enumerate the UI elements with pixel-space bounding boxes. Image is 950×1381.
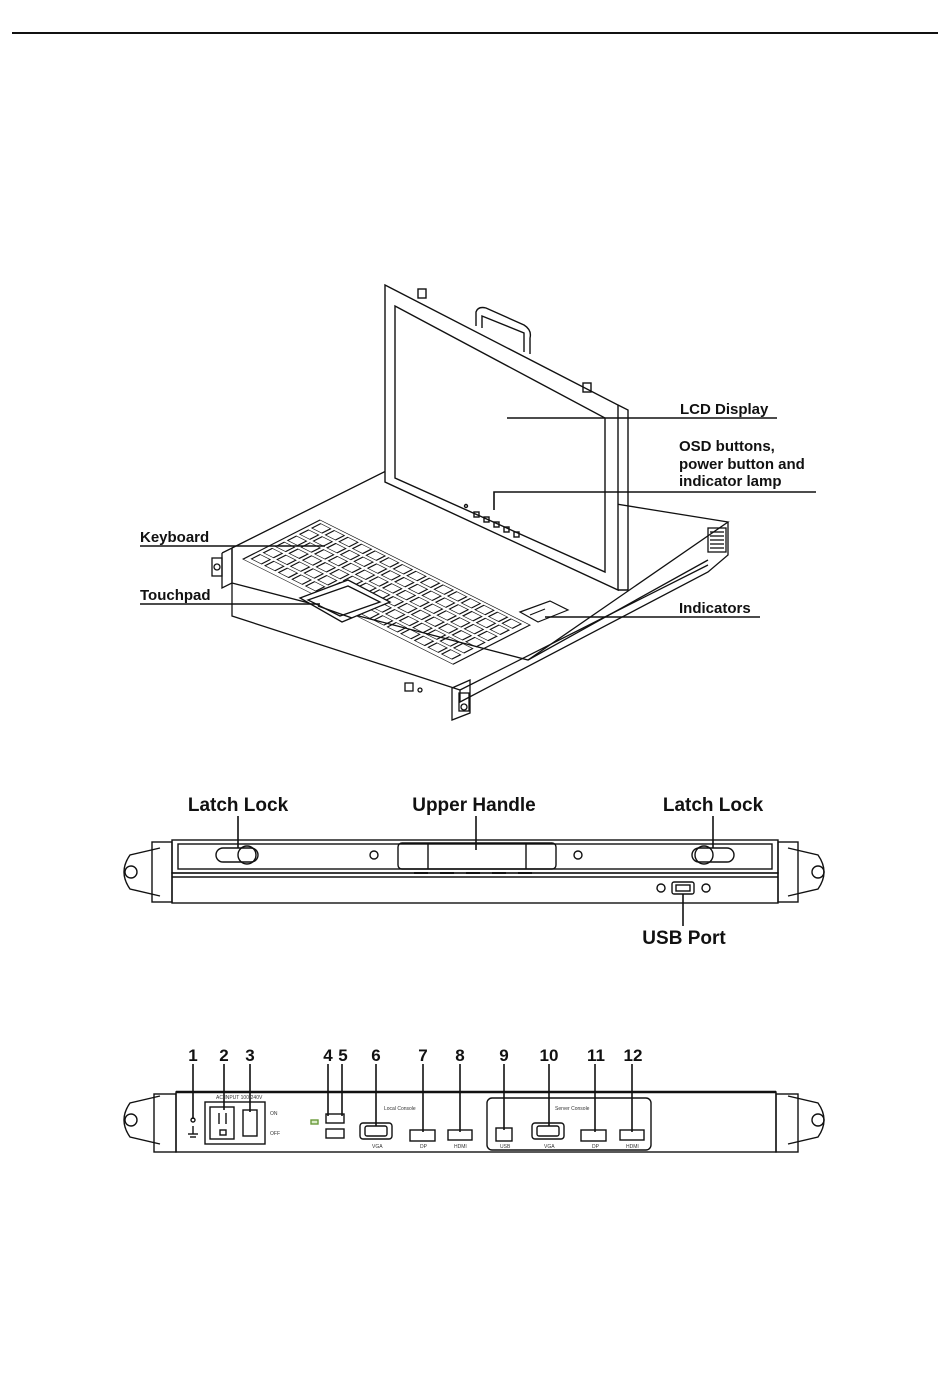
keyboard-key <box>415 636 434 645</box>
ac-input-text: AC INPUT 100-240V <box>216 1095 263 1101</box>
port-number-4: 4 <box>323 1046 333 1065</box>
label-upper-handle: Upper Handle <box>412 795 536 816</box>
label-keyboard: Keyboard <box>140 529 209 546</box>
server-console-text: Server Console <box>555 1106 590 1112</box>
port-number-11: 11 <box>587 1046 605 1065</box>
local-vga-text: VGA <box>372 1144 383 1150</box>
front-panel-outline <box>124 840 824 903</box>
port-number-6: 6 <box>371 1046 380 1065</box>
keyboard-key <box>428 643 447 652</box>
label-usb-port: USB Port <box>642 928 726 949</box>
power-on-text: ON <box>270 1111 278 1117</box>
front-callout-lines <box>238 816 713 926</box>
server-hdmi-text: HDMI <box>626 1144 639 1150</box>
server-usb-text: USB <box>500 1144 511 1150</box>
label-osd-line1: OSD buttons, <box>679 438 775 455</box>
rear-panel-outline <box>124 1092 824 1152</box>
keyboard-key <box>442 650 461 659</box>
page-top-rule <box>12 32 938 34</box>
local-dp-text: DP <box>420 1144 428 1150</box>
label-latch-lock-left: Latch Lock <box>188 795 289 816</box>
port-number-9: 9 <box>499 1046 508 1065</box>
port-number-12: 12 <box>624 1046 643 1065</box>
kvm-isometric-diagram: LCD Display OSD buttons, power button an… <box>0 270 950 730</box>
port-number-1: 1 <box>188 1046 197 1065</box>
label-indicators: Indicators <box>679 600 751 617</box>
label-touchpad: Touchpad <box>140 587 211 604</box>
label-osd-line3: indicator lamp <box>679 473 782 490</box>
port-number-5: 5 <box>338 1046 347 1065</box>
power-off-text: OFF <box>270 1131 280 1137</box>
server-dp-text: DP <box>592 1144 600 1150</box>
port-number-2: 2 <box>219 1046 228 1065</box>
port-number-7: 7 <box>418 1046 427 1065</box>
label-lcd-display: LCD Display <box>680 401 769 418</box>
kvm-front-view-diagram: Latch Lock Upper Handle Latch Lock USB P… <box>0 780 950 960</box>
port-number-8: 8 <box>455 1046 464 1065</box>
server-vga-text: VGA <box>544 1144 555 1150</box>
label-osd-line2: power button and <box>679 456 805 473</box>
label-latch-lock-right: Latch Lock <box>663 795 764 816</box>
port-number-3: 3 <box>245 1046 254 1065</box>
local-console-text: Local Console <box>384 1106 416 1112</box>
kvm-rear-view-diagram: 1 2 3 4 5 6 7 8 9 10 11 12 AC INPUT 100-… <box>0 1035 950 1165</box>
rear-panel-print: AC INPUT 100-240V ON OFF Local Console S… <box>216 1095 639 1150</box>
port-number-labels: 1 2 3 4 5 6 7 8 9 10 11 12 <box>188 1046 642 1065</box>
local-hdmi-text: HDMI <box>454 1144 467 1150</box>
port-number-10: 10 <box>540 1046 559 1065</box>
